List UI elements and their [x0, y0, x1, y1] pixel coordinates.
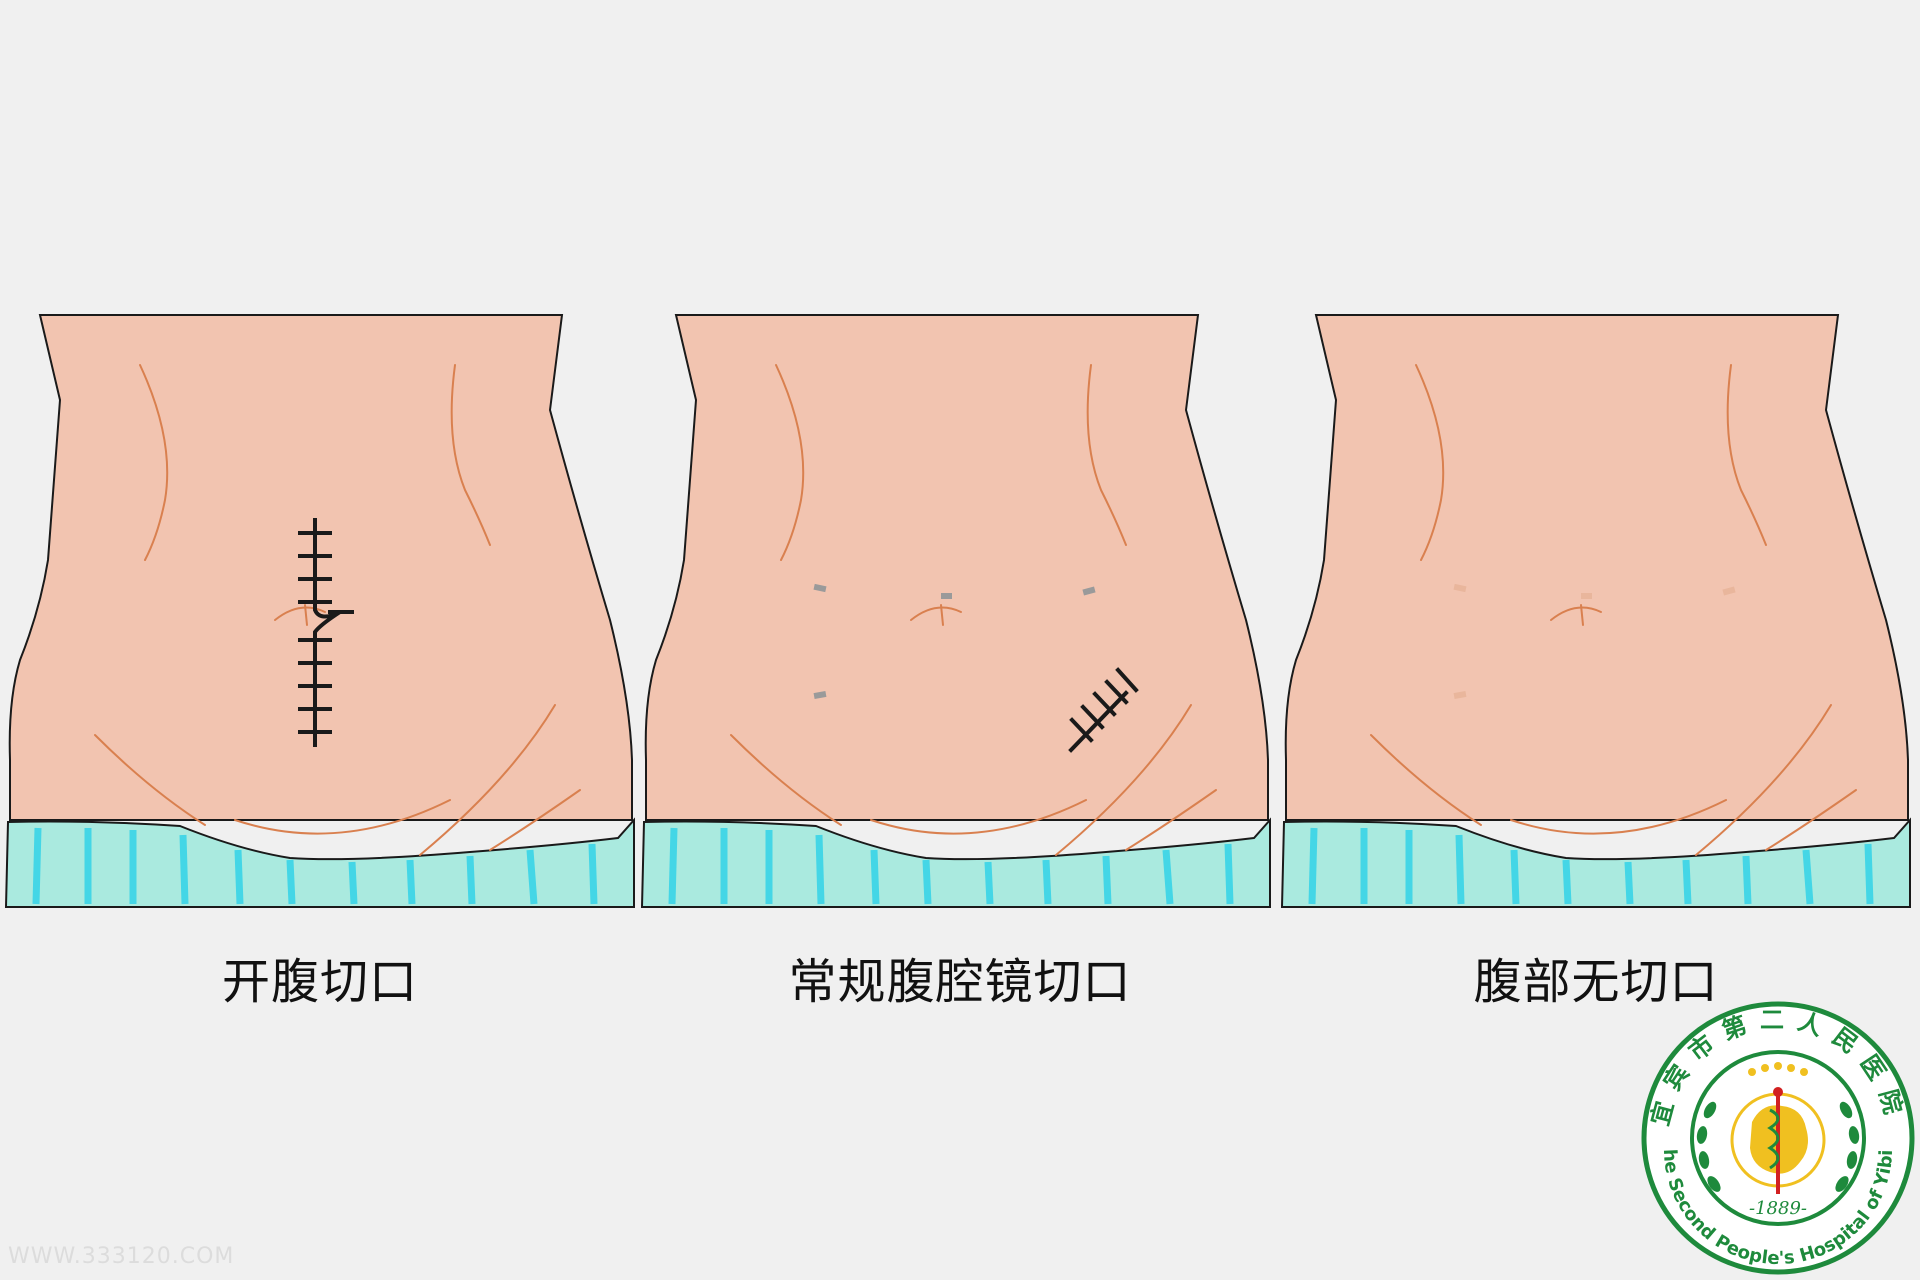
trocar-port-marks	[813, 583, 1096, 699]
logo-stars	[1748, 1062, 1808, 1076]
logo-year: -1889-	[1749, 1198, 1807, 1219]
panel-laparoscopic	[642, 315, 1270, 907]
caption-no-incision: 腹部无切口	[1473, 954, 1719, 1010]
panel-no-incision	[1282, 315, 1910, 907]
caption-laparoscopic: 常规腹腔镜切口	[788, 954, 1132, 1010]
laparoscopic-incision-sutures	[1068, 667, 1139, 753]
caption-open-surgery: 开腹切口	[221, 954, 418, 1010]
website-watermark: WWW.333120.COM	[8, 1244, 235, 1269]
rod-of-asclepius-icon	[1767, 1087, 1783, 1194]
faint-port-marks	[1453, 583, 1736, 699]
panel-open-surgery	[6, 315, 634, 907]
laurel-leaves	[1696, 1101, 1860, 1192]
open-incision-sutures	[298, 518, 354, 747]
hospital-logo-seal: 宜宾市第二人民医院 The Second People's Hospital o…	[1640, 1000, 1915, 1275]
